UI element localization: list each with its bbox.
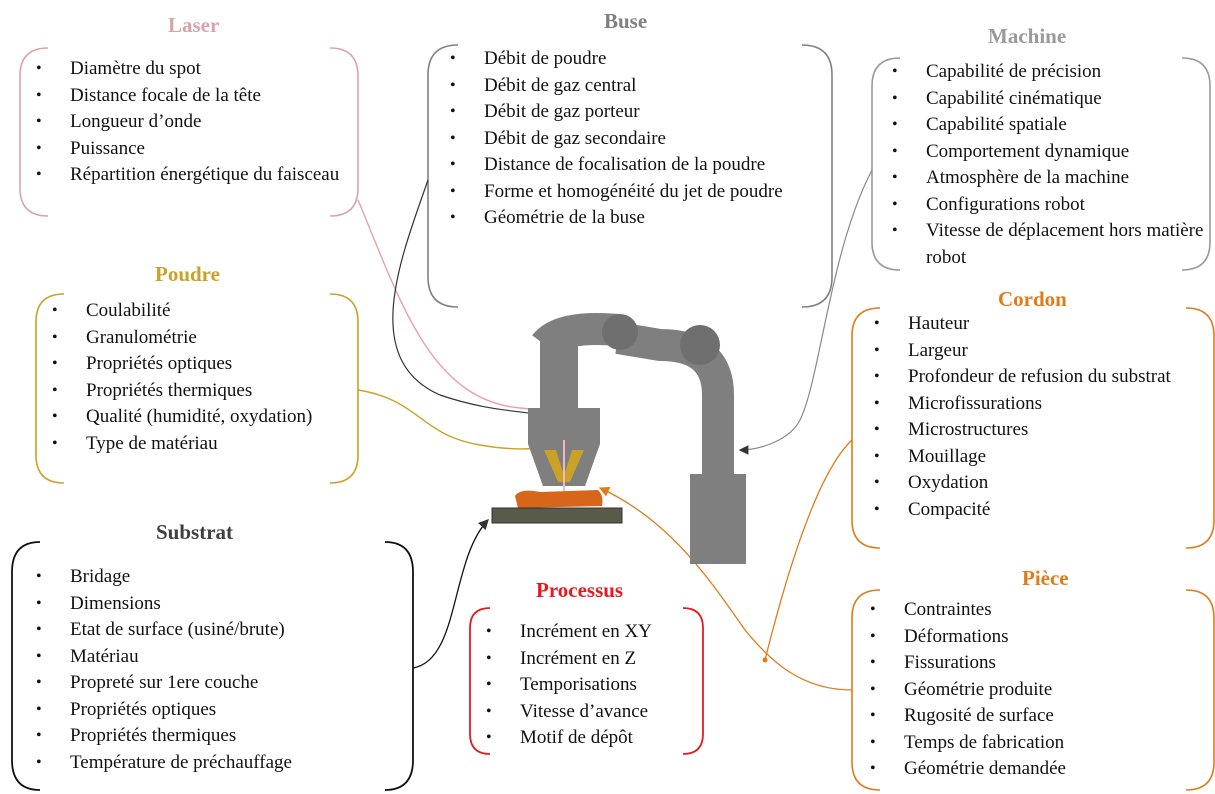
processus-bracket [469, 607, 704, 755]
list-item: Microstructures [874, 417, 1194, 444]
list-item: Géométrie demandée [870, 756, 1190, 783]
list-item: Dimensions [36, 591, 396, 618]
list-item: Comportement dynamique [892, 139, 1202, 166]
list-item: Propriétés thermiques [52, 378, 342, 405]
substrat-bracket [11, 541, 414, 791]
group-list-buse: Débit de poudre Débit de gaz central Déb… [450, 46, 783, 232]
list-item: Matériau [36, 644, 396, 671]
list-item: Qualité (humidité, oxydation) [52, 404, 316, 431]
list-item: Distance focale de la tête [36, 83, 336, 110]
list-item: Largeur [874, 338, 1194, 365]
list-item: Géométrie de la buse [450, 205, 780, 232]
laser-connector [357, 199, 566, 440]
list-item: Distance de focalisation de la poudre [450, 152, 794, 179]
group-title-piece: Pièce [1022, 566, 1069, 590]
list-item: Type de matériau [52, 431, 342, 458]
list-item: Rugosité de surface [870, 703, 1190, 730]
list-item: Débit de gaz central [450, 73, 780, 100]
list-item: Fissurations [870, 650, 1190, 677]
group-title-cordon: Cordon [998, 287, 1067, 311]
machine-connector [738, 169, 873, 455]
list-item: Débit de poudre [450, 46, 780, 73]
list-item: Vitesse d’avance [486, 699, 696, 726]
list-item: Temps de fabrication [870, 730, 1190, 757]
list-item: Profondeur de refusion du substrat [874, 364, 1198, 391]
list-item: Géométrie produite [870, 677, 1190, 704]
list-item: Propriétés optiques [36, 697, 396, 724]
list-item: Débit de gaz secondaire [450, 126, 780, 153]
list-item: Propriétés optiques [52, 351, 342, 378]
group-title-machine: Machine [988, 24, 1067, 48]
list-item: Puissance [36, 136, 336, 163]
list-item: Vitesse de déplacement hors matière robo… [892, 218, 1215, 271]
group-list-laser: Diamètre du spot Distance focale de la t… [36, 56, 339, 189]
laser-bracket [19, 47, 359, 217]
list-item: Capabilité spatiale [892, 112, 1202, 139]
list-item: Capabilité de précision [892, 59, 1202, 86]
cordon-connector [764, 439, 853, 661]
poudre-bracket [35, 293, 359, 484]
list-item: Compacité [874, 497, 1194, 524]
group-title-laser: Laser [168, 13, 220, 37]
list-item: Incrément en XY [486, 619, 696, 646]
group-title-processus: Processus [536, 578, 624, 602]
cordon-bracket [851, 307, 1215, 549]
list-item: Granulométrie [52, 325, 342, 352]
poudre-connector [357, 389, 556, 450]
group-list-processus: Incrément en XY Incrément en Z Temporisa… [486, 619, 696, 752]
list-item: Répartition énergétique du faisceau [36, 162, 360, 189]
list-item: Temporisations [486, 672, 696, 699]
list-item: Contraintes [870, 597, 1190, 624]
list-item: Configurations robot [892, 192, 1202, 219]
piece-connector [598, 487, 853, 691]
list-item: Microfissurations [874, 391, 1194, 418]
list-item: Motif de dépôt [486, 725, 696, 752]
substrate-plate [491, 507, 623, 524]
list-item: Déformations [870, 624, 1190, 651]
list-item: Diamètre du spot [36, 56, 336, 83]
list-item: Coulabilité [52, 298, 342, 325]
buse-bracket [427, 44, 833, 308]
list-item: Atmosphère de la machine [892, 165, 1202, 192]
group-list-cordon: Hauteur Largeur Profondeur de refusion d… [874, 311, 1194, 523]
list-item: Oxydation [874, 470, 1194, 497]
deposited-part [515, 490, 603, 508]
list-item: Etat de surface (usiné/brute) [36, 617, 396, 644]
list-item: Propreté sur 1ere couche [36, 670, 396, 697]
substrat-connector [412, 519, 489, 669]
group-title-poudre: Poudre [155, 262, 220, 286]
robot-arm [532, 313, 746, 564]
list-item: Incrément en Z [486, 646, 696, 673]
list-item: Hauteur [874, 311, 1194, 338]
group-list-machine: Capabilité de précision Capabilité ciném… [892, 59, 1203, 271]
list-item: Longueur d’onde [36, 109, 336, 136]
group-title-substrat: Substrat [156, 520, 234, 544]
list-item: Mouillage [874, 444, 1194, 471]
group-list-piece: Contraintes Déformations Fissurations Gé… [870, 597, 1190, 783]
group-list-substrat: Bridage Dimensions Etat de surface (usin… [36, 564, 396, 776]
group-list-poudre: Coulabilité Granulométrie Propriétés opt… [52, 298, 342, 457]
list-item: Propriétés thermiques [36, 723, 396, 750]
group-title-buse: Buse [604, 9, 648, 33]
list-item: Débit de gaz porteur [450, 99, 780, 126]
list-item: Bridage [36, 564, 396, 591]
nozzle-head [528, 408, 600, 496]
list-item: Forme et homogénéité du jet de poudre [450, 179, 814, 206]
list-item: Capabilité cinématique [892, 86, 1202, 113]
buse-connector [392, 179, 547, 419]
list-item: Température de préchauffage [36, 750, 396, 777]
